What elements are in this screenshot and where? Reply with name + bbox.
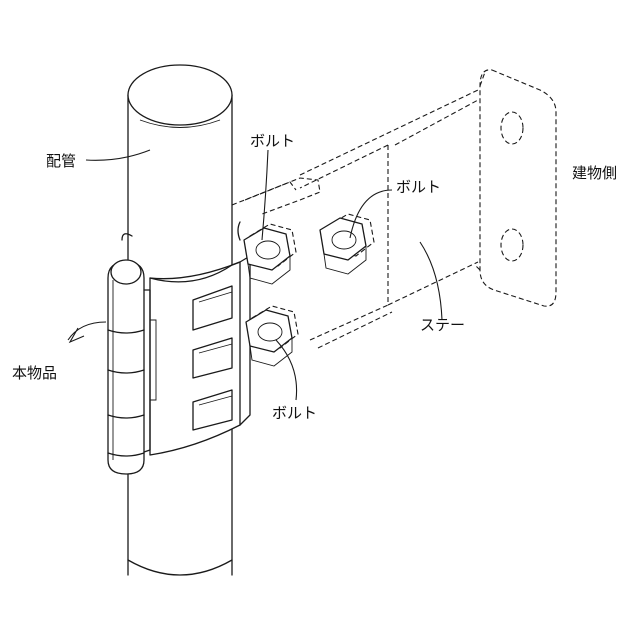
label-pipe: 配管 [46,152,76,170]
label-stay: ステー [420,316,465,334]
label-bolt-upper-right: ボルト [396,178,441,196]
label-bolt-lower: ボルト [272,404,317,422]
leader-pipe [86,150,150,160]
bolt-lower [246,306,298,366]
label-product: 本物品 [12,364,57,382]
building-plate [476,70,556,306]
bolt-upper-left [244,224,296,284]
label-bolt-upper-left: ボルト [250,132,295,150]
leader-product [68,322,106,340]
hinge-product [108,260,156,474]
leader-bolt-lower [276,340,297,400]
bolt-upper-right [320,214,374,274]
label-building-side: 建物側 [572,164,617,182]
